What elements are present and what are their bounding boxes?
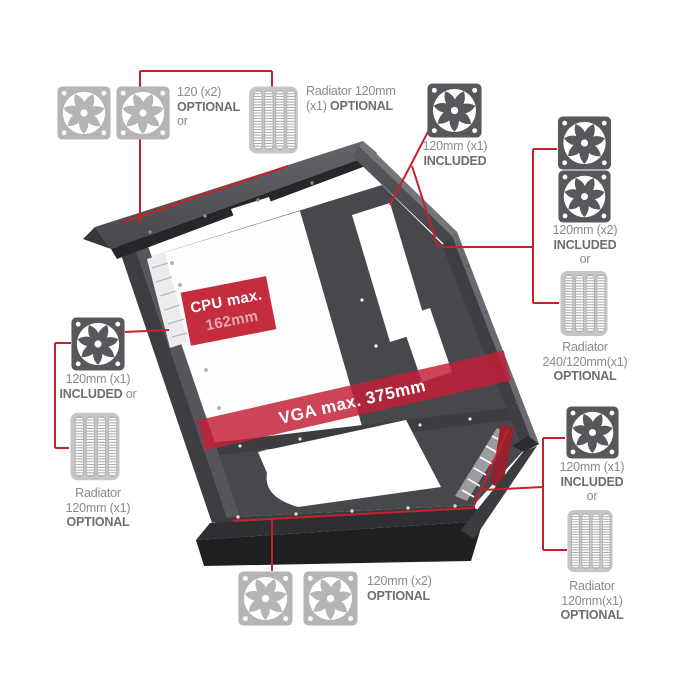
case-fan-icon <box>427 83 482 138</box>
label-line: Radiator <box>569 579 615 593</box>
front-vent-lines <box>151 262 188 338</box>
radiator-icon <box>560 268 608 339</box>
label-line: 120 (x2) <box>177 85 222 99</box>
label-line: OPTIONAL <box>367 588 430 603</box>
label-line: 120mm (x2) <box>552 223 618 237</box>
top-right-slope <box>352 141 457 244</box>
case-fan-icon <box>566 406 619 459</box>
label-line: OPTIONAL <box>66 515 130 529</box>
case-fan-icon <box>557 170 612 223</box>
base-skirt <box>196 521 483 566</box>
label-line: INCLUDED <box>553 237 617 252</box>
callout-right-bracket <box>411 148 559 304</box>
roof-left-tip <box>83 227 111 249</box>
case-fan-icon <box>303 571 358 626</box>
red-trim <box>491 423 514 489</box>
label-top-right-fan: 120mm (x1) INCLUDED <box>400 139 510 168</box>
label-top-left-fans: 120 (x2) OPTIONAL or <box>177 85 240 129</box>
case-fan-icon <box>71 317 125 371</box>
label-line: Radiator 120mm <box>306 84 396 98</box>
radiator-icon <box>567 504 613 578</box>
roof-top <box>95 141 377 249</box>
label-right-fans: 120mm (x2) INCLUDED or <box>533 223 637 267</box>
label-right-radiator: Radiator 240/120mm(x1) OPTIONAL <box>525 340 645 384</box>
label-line: or <box>586 489 598 503</box>
label-line: Radiator <box>562 340 608 354</box>
case-fan-icon <box>238 571 293 626</box>
right-rail-highlight <box>452 232 539 447</box>
label-line: INCLUDED or <box>59 386 137 401</box>
label-line: 120mm (x1) <box>65 372 131 386</box>
label-line: INCLUDED <box>423 153 487 168</box>
label-line: OPTIONAL <box>560 608 624 622</box>
callout-roof-line <box>122 165 289 223</box>
label-line: or <box>579 252 591 266</box>
label-bottom-fans: 120mm (x2) OPTIONAL <box>367 574 432 603</box>
case-fan-icon <box>57 86 111 140</box>
label-line: INCLUDED <box>560 474 624 489</box>
bottom-opening <box>258 420 441 507</box>
radiator-icon <box>70 411 120 482</box>
right-corner <box>512 436 539 452</box>
label-line: OPTIONAL <box>177 99 240 114</box>
panel-cutout <box>352 203 428 342</box>
bottom-rail-screws <box>236 504 457 519</box>
corner-vent-strut <box>455 428 509 501</box>
label-line: (x1) OPTIONAL <box>306 98 393 113</box>
callout-bottom-right-bracket <box>232 428 567 551</box>
label-line: OPTIONAL <box>553 369 617 383</box>
front-vent <box>147 253 188 348</box>
radiator-icon <box>247 86 300 154</box>
label-left-radiator: Radiator 120mm (x1) OPTIONAL <box>38 486 158 530</box>
case-fan-icon <box>116 86 170 140</box>
roof-slot <box>231 197 272 217</box>
label-line: 240/120mm(x1) <box>542 354 628 369</box>
label-line: or <box>177 114 188 128</box>
left-rail <box>117 238 227 523</box>
case-fan-icon <box>557 116 612 170</box>
callout-lines <box>54 70 567 571</box>
label-line: 120mm (x1) <box>65 500 131 515</box>
cpu-clearance-badge: CPU max. 162mm <box>180 276 277 346</box>
label-bottom-right-radiator: Radiator 120mm(x1) OPTIONAL <box>534 579 650 623</box>
base-face <box>196 509 483 540</box>
top-right-slope-highlight <box>359 141 457 236</box>
roof-screws <box>148 181 314 234</box>
label-line: 120mm (x1) <box>422 139 488 153</box>
label-line: 120mm (x1) <box>559 460 625 474</box>
bottom-right-rail <box>461 446 537 539</box>
label-line: 120mm (x2) <box>367 574 432 588</box>
label-bottom-right-fan: 120mm (x1) INCLUDED or <box>539 460 645 504</box>
label-top-left-radiator: Radiator 120mm (x1) OPTIONAL <box>306 84 396 113</box>
callout-top-right <box>389 121 434 206</box>
label-line: Radiator <box>75 486 121 500</box>
callout-left-bracket <box>54 329 170 449</box>
panel-cutout <box>400 308 452 382</box>
label-line: 120mm(x1) <box>561 593 623 608</box>
label-left-fan: 120mm (x1) INCLUDED or <box>38 372 158 401</box>
